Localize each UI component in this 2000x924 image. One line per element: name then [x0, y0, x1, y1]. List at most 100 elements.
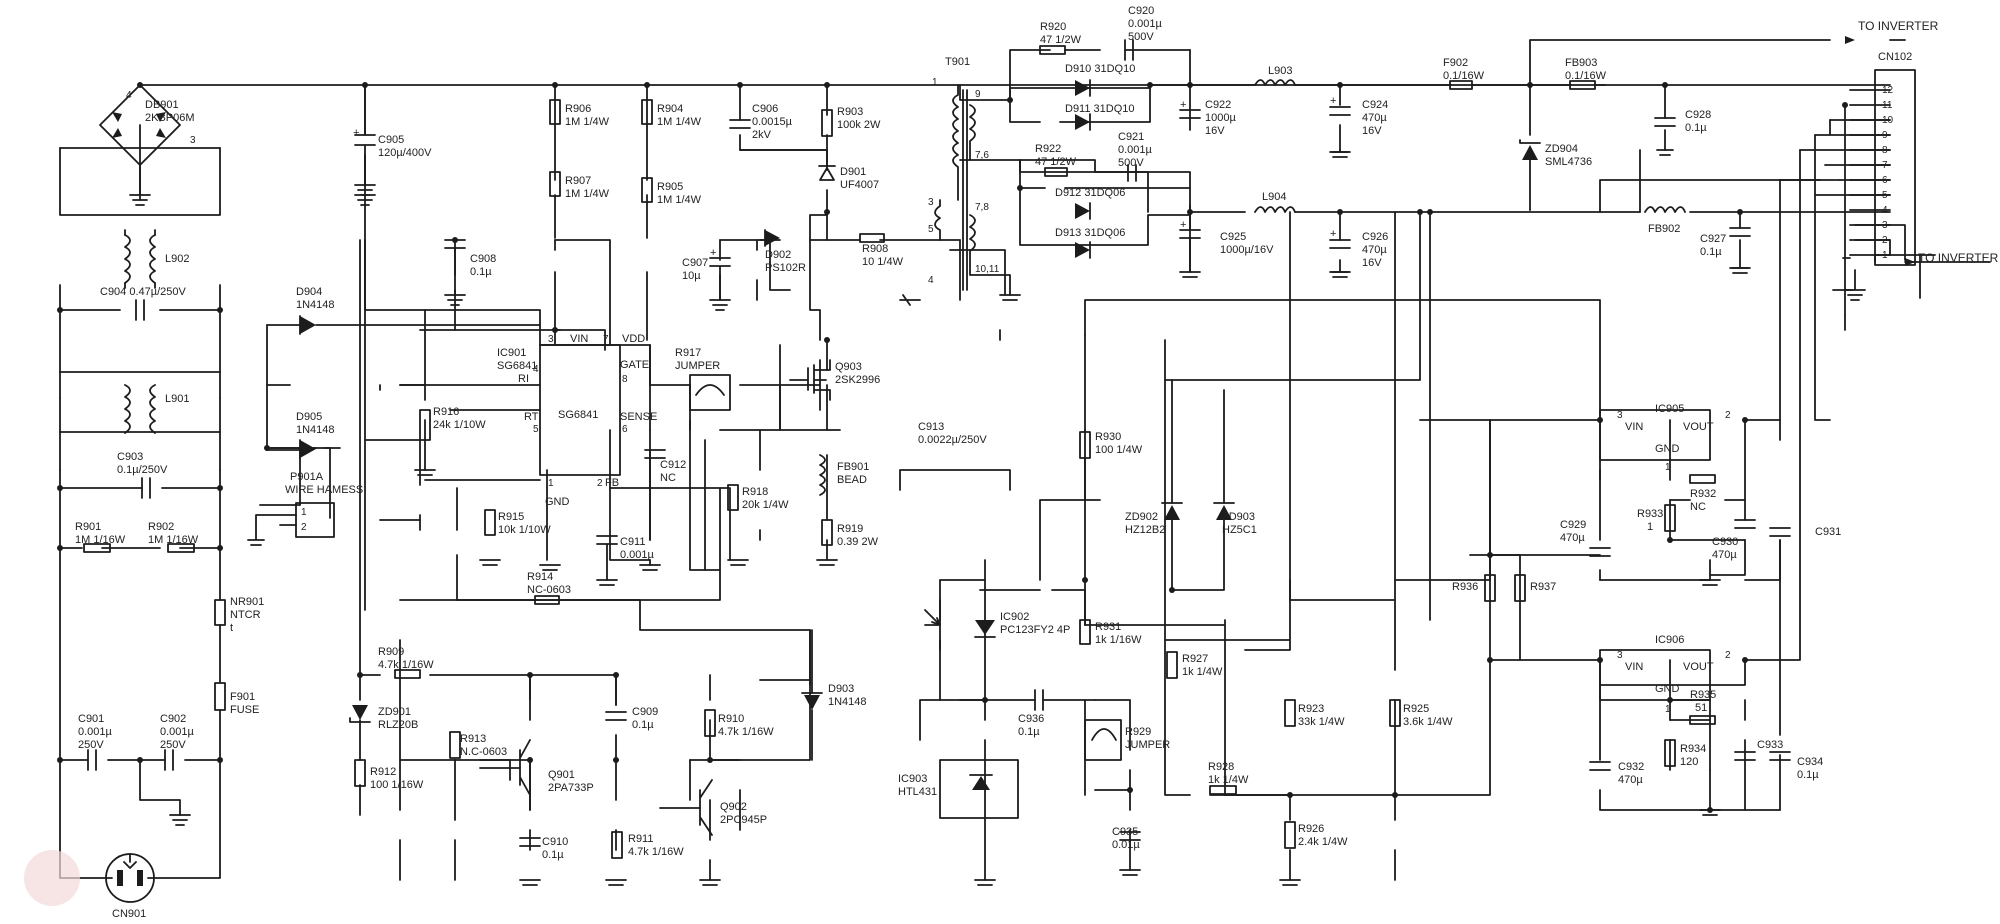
r901-value: 1M 1/16W — [75, 534, 126, 546]
r925-value: 3.6k 1/4W — [1403, 716, 1453, 728]
db901-label: DB901 — [145, 99, 179, 111]
c936-label: C936 — [1018, 713, 1044, 725]
zd904-part: SML4736 — [1545, 156, 1592, 168]
resistor-r928 — [1209, 785, 1237, 795]
c907-label: C907 — [682, 257, 708, 269]
ic901-pin8: 8 — [622, 374, 628, 385]
ic906-gnd: GND — [1655, 683, 1680, 695]
d911-label: D911 31DQ10 — [1065, 103, 1135, 115]
t901-pin1011: 10,11 — [975, 264, 1000, 275]
r927-label: R927 — [1182, 653, 1208, 665]
r910-label: R910 — [718, 713, 744, 725]
d910-label: D910 31DQ10 — [1065, 63, 1135, 75]
r916-value: 24k 1/10W — [433, 419, 486, 431]
r936-label: R936 — [1452, 581, 1478, 593]
fb903-label: FB903 — [1565, 57, 1597, 69]
r928-label: R928 — [1208, 761, 1234, 773]
t901-pin78: 7,8 — [975, 202, 989, 213]
c904-label: C904 0.47µ/250V — [100, 286, 187, 298]
cn102-pin4: 4 — [1882, 205, 1888, 216]
capacitor-c904 — [135, 299, 145, 321]
zener-zd901 — [352, 705, 368, 720]
c922-value2: 16V — [1205, 125, 1225, 137]
diode-d913 — [1075, 242, 1090, 258]
ic905-label: IC905 — [1655, 403, 1684, 415]
r923-value: 33k 1/4W — [1298, 716, 1345, 728]
q902-label: Q902 — [720, 801, 747, 813]
zd903-label: ZD903 — [1222, 511, 1255, 523]
diode-d901 — [819, 167, 835, 181]
capacitor-c911 — [596, 535, 618, 581]
cn102-pin3: 3 — [1882, 220, 1888, 231]
c931-label: C931 — [1815, 526, 1841, 538]
cn901-label: CN901 — [112, 908, 146, 920]
resistor-r925 — [1389, 699, 1401, 727]
resistor-r934 — [1664, 739, 1676, 767]
db901-part: 2KBP06M — [145, 112, 195, 124]
capacitor-c928 — [1654, 117, 1676, 156]
resistor-r910 — [704, 709, 716, 737]
c906-value2: 2kV — [752, 129, 772, 141]
cn102-label: CN102 — [1878, 51, 1912, 63]
r933-label: R933 — [1637, 508, 1663, 520]
resistor-r902 — [167, 543, 195, 553]
ic905-pin3: 3 — [1617, 410, 1623, 421]
ic901-pin4: 4 — [533, 364, 539, 375]
resistor-r914 — [534, 595, 560, 605]
c908-value: 0.1µ — [470, 266, 492, 278]
connector-cn102 — [1844, 69, 1916, 301]
ac-inlet-cn901 — [105, 853, 155, 903]
shunt-regulator-ic903 — [939, 759, 1019, 819]
ic901-pin5: 5 — [533, 424, 539, 435]
p901a-pin1: 1 — [301, 507, 307, 518]
diode-d905 — [300, 440, 316, 458]
arrow-to-inverter-bottom — [1905, 258, 1915, 266]
q902-part: 2PC945P — [720, 814, 767, 826]
ic905-vin: VIN — [1625, 421, 1643, 433]
component-labels: TO INVERTER TO INVERTER CN102 DB901 2KBP… — [75, 5, 1999, 920]
r911-label: R911 — [628, 833, 653, 845]
db901-pin4: 4 — [126, 90, 132, 101]
capacitor-c910 — [519, 837, 541, 847]
r935-value: 51 — [1695, 702, 1707, 714]
capacitor-c907 — [709, 257, 731, 301]
c901-label: C901 — [78, 713, 104, 725]
r907-value: 1M 1/4W — [565, 188, 610, 200]
nr901-value2: t — [230, 622, 233, 634]
r934-label: R934 — [1680, 743, 1706, 755]
d904-part: 1N4148 — [296, 299, 335, 311]
t901-label: T901 — [945, 56, 970, 68]
inductor-l902 — [124, 234, 156, 284]
capacitor-c909 — [605, 711, 627, 721]
c924-value2: 16V — [1362, 125, 1382, 137]
d901-label: D901 — [840, 166, 866, 178]
ferrite-fb903 — [1569, 80, 1596, 90]
resistor-r918 — [727, 484, 739, 511]
r931-label: R931 — [1095, 621, 1121, 633]
fuse-f902 — [1449, 80, 1473, 90]
q901-part: 2PA733P — [548, 782, 594, 794]
l902-label: L902 — [165, 253, 189, 265]
c932-value: 470µ — [1618, 774, 1643, 786]
capacitor-c905 — [354, 84, 376, 196]
c906-label: C906 — [752, 103, 778, 115]
resistor-r933 — [1664, 504, 1676, 532]
ic901-pin7: 7 — [603, 334, 609, 345]
r911-value: 4.7k 1/16W — [628, 846, 684, 858]
capacitor-c934 — [1769, 751, 1791, 761]
capacitor-c912 — [644, 449, 666, 459]
r932-label: R932 — [1690, 488, 1716, 500]
zener-zd902 — [1164, 505, 1180, 520]
fb902-label: FB902 — [1648, 223, 1680, 235]
r918-label: R918 — [742, 486, 768, 498]
ic901-vdd: VDD — [622, 333, 645, 345]
r935-label: R935 — [1690, 689, 1716, 701]
d905-label: D905 — [296, 411, 322, 423]
r905-label: R905 — [657, 181, 683, 193]
c924-value1: 470µ — [1362, 112, 1387, 124]
resistor-r922 — [1044, 167, 1068, 177]
ic905-gnd: GND — [1655, 443, 1680, 455]
c912-value: NC — [660, 472, 676, 484]
f901-value: FUSE — [230, 704, 259, 716]
cn102-pin9: 9 — [1882, 130, 1888, 141]
